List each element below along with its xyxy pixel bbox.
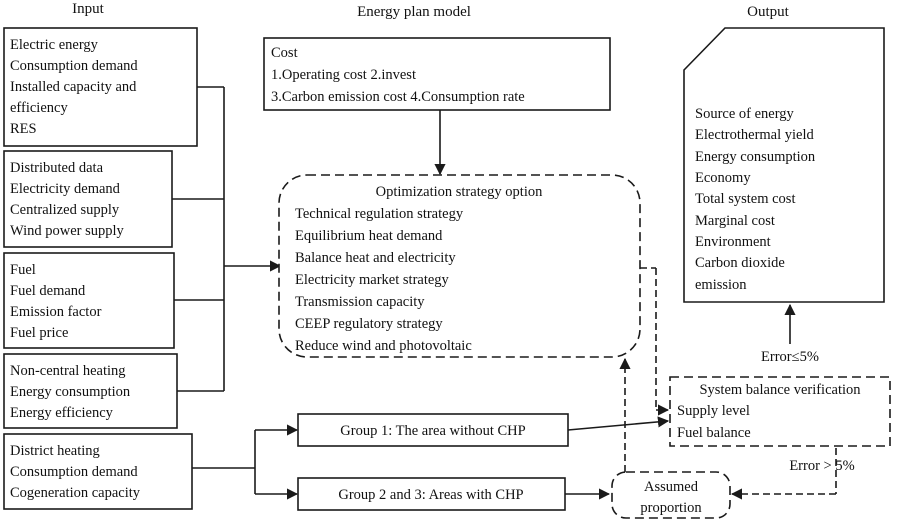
input-line: Electric energy xyxy=(10,37,99,53)
assumed-line: proportion xyxy=(640,500,702,516)
optimization-item: Electricity market strategy xyxy=(295,272,450,288)
assumed-line: Assumed xyxy=(644,479,699,495)
optimization-item: Transmission capacity xyxy=(295,294,425,310)
optimization-to-verification-connector xyxy=(640,267,670,416)
header-model: Energy plan model xyxy=(357,4,471,20)
output-line: Economy xyxy=(695,170,751,186)
group-23-label: Group 2 and 3: Areas with CHP xyxy=(338,487,523,503)
output-line: Marginal cost xyxy=(695,213,775,229)
output-line: Total system cost xyxy=(695,191,795,207)
output-box: Source of energy Electrothermal yield En… xyxy=(683,27,885,303)
input-line: Cogeneration capacity xyxy=(10,485,141,501)
cost-line: 1.Operating cost 2.invest xyxy=(271,67,416,83)
verification-line: Supply level xyxy=(677,403,750,419)
optimization-item: CEEP regulatory strategy xyxy=(295,316,443,332)
input-line: efficiency xyxy=(10,100,68,116)
district-heating-branch xyxy=(192,424,299,500)
input-line: Distributed data xyxy=(10,160,104,176)
input-line: District heating xyxy=(10,443,100,459)
input-line: Fuel xyxy=(10,262,36,278)
input-line: Fuel price xyxy=(10,325,68,341)
input-line: RES xyxy=(10,121,37,137)
group-1-label: Group 1: The area without CHP xyxy=(340,423,525,439)
input-box-fuel: Fuel Fuel demand Emission factor Fuel pr… xyxy=(3,252,175,349)
optimization-item: Technical regulation strategy xyxy=(295,206,464,222)
verification-title: System balance verification xyxy=(699,382,861,398)
input-box-district-heating: District heating Consumption demand Coge… xyxy=(3,433,193,510)
error-feedback-connector xyxy=(730,448,837,500)
input-line: Emission factor xyxy=(10,304,102,320)
output-line: Environment xyxy=(695,234,771,250)
group-23-box: Group 2 and 3: Areas with CHP xyxy=(297,477,566,511)
input-line: Centralized supply xyxy=(10,202,120,218)
input-line: Wind power supply xyxy=(10,223,125,239)
verification-box: System balance verification Supply level… xyxy=(669,376,891,447)
input-box-non-central-heating: Non-central heating Energy consumption E… xyxy=(3,353,178,429)
input-line: Energy efficiency xyxy=(10,405,114,421)
optimization-item: Balance heat and electricity xyxy=(295,250,456,266)
cost-line: 3.Carbon emission cost 4.Consumption rat… xyxy=(271,89,525,105)
input-line: Energy consumption xyxy=(10,384,131,400)
error-pass-label: Error≤5% xyxy=(761,349,819,365)
cost-title: Cost xyxy=(271,45,298,61)
input-line: Consumption demand xyxy=(10,464,138,480)
output-line: Energy consumption xyxy=(695,149,816,165)
input-line: Electricity demand xyxy=(10,181,121,197)
input-box-electric-energy: Electric energy Consumption demand Insta… xyxy=(3,27,198,147)
error-fail-label: Error > 5% xyxy=(789,458,854,474)
optimization-title: Optimization strategy option xyxy=(376,184,543,200)
optimization-item: Equilibrium heat demand xyxy=(295,228,443,244)
header-output: Output xyxy=(747,4,790,20)
input-bus-connector xyxy=(172,86,282,392)
output-line: emission xyxy=(695,277,747,293)
output-line: Carbon dioxide xyxy=(695,255,785,271)
input-line: Non-central heating xyxy=(10,363,126,379)
input-line: Installed capacity and xyxy=(10,79,137,95)
cost-box: Cost 1.Operating cost 2.invest 3.Carbon … xyxy=(263,37,611,111)
group-1-to-verification-arrow xyxy=(567,416,670,431)
output-line: Source of energy xyxy=(695,106,795,122)
assumed-proportion-box: Assumed proportion xyxy=(611,471,731,519)
output-line: Electrothermal yield xyxy=(695,127,815,143)
header-input: Input xyxy=(72,1,104,17)
input-box-distributed-data: Distributed data Electricity demand Cent… xyxy=(3,150,173,248)
optimization-item: Reduce wind and photovoltaic xyxy=(295,338,472,354)
input-line: Fuel demand xyxy=(10,283,86,299)
optimization-strategy-box: Optimization strategy option Technical r… xyxy=(278,174,641,358)
group-1-box: Group 1: The area without CHP xyxy=(297,413,569,447)
input-line: Consumption demand xyxy=(10,58,138,74)
verification-line: Fuel balance xyxy=(677,425,751,441)
